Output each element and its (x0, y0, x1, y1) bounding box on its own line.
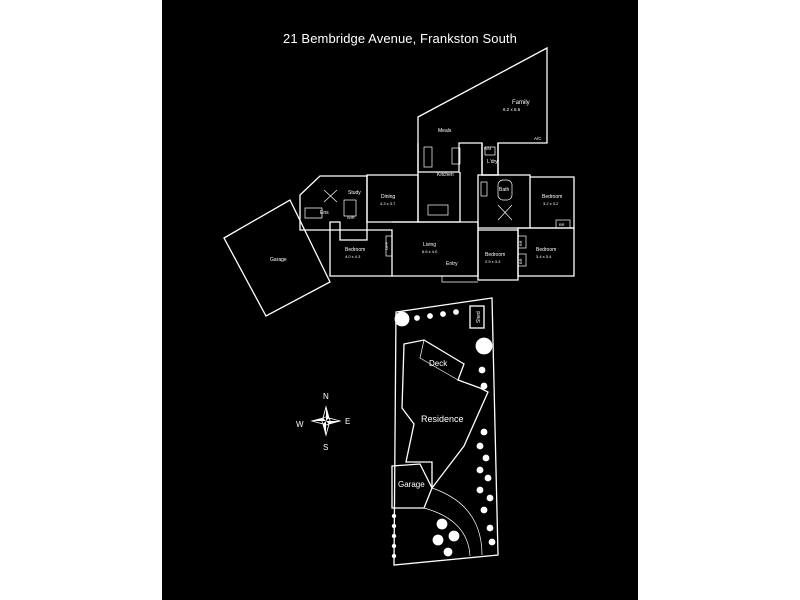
bedroom-e-label: Bedroom (536, 247, 556, 253)
residence-outline (401, 339, 489, 490)
br2-label: BR (518, 240, 523, 246)
meals-label: Meals (438, 128, 452, 134)
ofp-label: OFP (384, 241, 389, 250)
shrub (478, 366, 486, 374)
family-label: Family (512, 100, 530, 106)
residence-label: Residence (421, 414, 464, 424)
shrub (476, 442, 484, 450)
shrub (480, 506, 488, 514)
bedroom-main-label: Bedroom (345, 247, 365, 253)
compass-rose: N S E W (296, 392, 350, 452)
tree (394, 311, 410, 327)
bath-outline (477, 174, 531, 229)
br3-label: BR (518, 258, 523, 264)
kitchen-label: Kitchen (437, 172, 454, 178)
shrub (448, 530, 460, 542)
entry-step (441, 276, 478, 283)
shrub (440, 311, 446, 317)
washing-machine (484, 146, 496, 156)
bedroom-c-dims: 2.9 x 3.3 (485, 259, 501, 264)
bedroom-e-dims: 3.4 x 3.4 (536, 254, 552, 259)
living-label: Living (423, 242, 436, 248)
living-dims: 6.6 x 4.0 (422, 249, 438, 254)
compass-n: N (323, 392, 329, 401)
bedroom-main-dims: 4.0 x 4.3 (345, 254, 361, 259)
garage-plan-outline (223, 199, 331, 317)
ac-label: A/C (534, 136, 542, 141)
shrub (484, 474, 492, 482)
kitchen-cooktop (423, 146, 433, 168)
br-ne-label: BR (559, 222, 565, 227)
compass-w: W (296, 420, 304, 429)
shed-label: Shed (476, 311, 482, 323)
wm-label: W/M (484, 147, 491, 151)
bedroom-ne-dims: 3.2 x 3.2 (543, 201, 559, 206)
shrub (453, 309, 459, 315)
shrub (486, 494, 494, 502)
shrub (432, 534, 444, 546)
shrub (476, 466, 484, 474)
ens-fixture (323, 189, 338, 203)
study-label: Study (348, 190, 361, 196)
ens-vanity (304, 207, 323, 219)
compass-e: E (345, 417, 350, 426)
driveway-left (431, 487, 483, 556)
floor-plan-drawing: Family 6.2 x 6.5 Meals A/C W/M L'dry Kit… (223, 46, 575, 566)
family-dims: 6.2 x 6.5 (503, 107, 521, 112)
hedge-dot (391, 513, 397, 519)
bedroom-c-outline (477, 229, 519, 281)
floor-plan-panel: 21 Bembridge Avenue, Frankston South (162, 0, 638, 600)
shrub (486, 524, 494, 532)
driveway-right (423, 507, 471, 557)
plan-title: 21 Bembridge Avenue, Frankston South (283, 31, 517, 46)
vanity (480, 181, 488, 197)
kitchen-island (451, 147, 461, 165)
house-plan: Family 6.2 x 6.5 Meals A/C W/M L'dry Kit… (223, 46, 575, 317)
entry-label: Entry (446, 261, 458, 267)
wir-label: WIR (347, 215, 355, 220)
hedge-dot (391, 533, 397, 539)
kitchen-sink (427, 204, 449, 216)
deck-outline (419, 339, 459, 381)
ldry-label: L'dry (487, 159, 498, 165)
shrub (476, 486, 484, 494)
tree (475, 337, 493, 355)
shrub (488, 538, 496, 546)
deck-label: Deck (429, 359, 448, 368)
hedge-dot (391, 553, 397, 559)
site-garage-outline (391, 463, 433, 509)
robe-br3 (517, 253, 527, 267)
bedroom-ne-label: Bedroom (542, 194, 562, 200)
ens-label: Ens (320, 210, 329, 216)
compass-s: S (323, 443, 328, 452)
shrub (436, 518, 448, 530)
site-plan: Shed Deck Residence Garage (391, 297, 499, 566)
lot-boundary (393, 297, 499, 566)
shrub (480, 382, 488, 390)
garage-plan-label: Garage (270, 257, 287, 263)
shrub (427, 313, 433, 319)
bath-label: Bath (499, 187, 510, 193)
shrub (414, 315, 420, 321)
hedge-dot (391, 523, 397, 529)
site-garage-label: Garage (398, 480, 425, 489)
shrub (482, 454, 490, 462)
study-ens-outline (299, 175, 368, 241)
compass-ring (321, 416, 331, 426)
dining-label: Dining (381, 194, 395, 200)
dining-dims: 4.3 x 3.7 (380, 201, 396, 206)
robe-br2 (517, 235, 527, 249)
wir-door (343, 199, 357, 217)
bedroom-c-label: Bedroom (485, 252, 505, 258)
compass-fill (312, 407, 340, 435)
shed-outline (469, 305, 485, 329)
hedge-dot (391, 543, 397, 549)
shrub (480, 428, 488, 436)
bathtub (497, 179, 513, 201)
fireplace (385, 235, 393, 257)
shrub (443, 547, 453, 557)
bedroom-main-outline (329, 229, 393, 277)
shower-cross (497, 204, 513, 221)
